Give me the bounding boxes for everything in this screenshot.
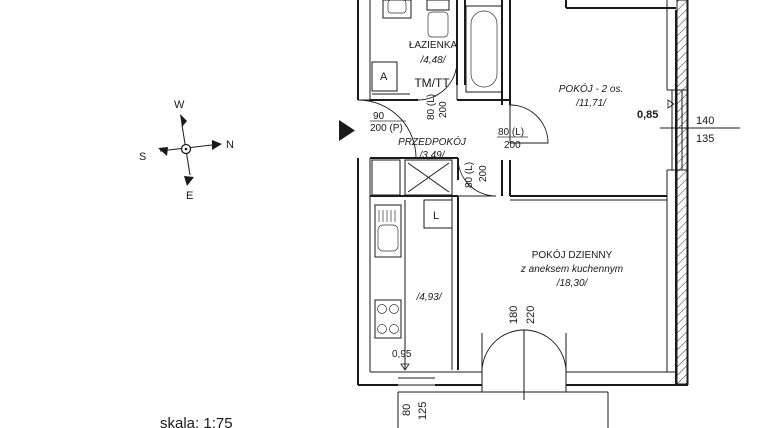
scale-label: skala: 1:75 bbox=[160, 415, 233, 428]
hall-fixtures: L bbox=[371, 159, 453, 229]
sink-drainer bbox=[378, 210, 396, 222]
tm-tt-label: TM/TT bbox=[414, 76, 450, 90]
bedroom-door-width: 80 (L) bbox=[498, 127, 524, 138]
compass-arrow-south-icon bbox=[158, 147, 168, 156]
wardrobe bbox=[371, 159, 401, 196]
bedroom-door-height: 200 bbox=[504, 140, 521, 151]
fridge-l bbox=[423, 199, 453, 229]
balcony-door-width: 180 bbox=[508, 306, 520, 324]
compass: W S N E bbox=[139, 99, 234, 202]
kitchen-window-width: 80 bbox=[401, 404, 413, 416]
bathtub bbox=[465, 5, 503, 93]
compass-arrow-west-icon bbox=[180, 114, 187, 127]
hall-area: /3,49/ bbox=[418, 150, 445, 161]
living-subtitle: z aneksem kuchennym bbox=[520, 264, 623, 275]
bedroom-window-width: 140 bbox=[696, 115, 714, 127]
compass-arrow-east-icon bbox=[184, 176, 194, 186]
compass-arrow-north-icon bbox=[212, 140, 222, 150]
entrance-arrow-icon bbox=[339, 120, 355, 141]
living-name: POKÓJ DZIENNY bbox=[532, 248, 613, 261]
shaft bbox=[404, 159, 453, 196]
dimension-labels: 90 200 (P) 80 (L) 200 80 (L) 200 80 (L) … bbox=[370, 94, 714, 420]
room-labels: ŁAZIENKA /4,48/ TM/TT POKÓJ - 2 os. /11,… bbox=[398, 40, 623, 303]
compass-north: N bbox=[226, 139, 234, 151]
hall-name: PRZEDPOKÓJ bbox=[398, 135, 467, 148]
entry-door-width: 90 bbox=[373, 111, 385, 122]
kitchen-fixtures bbox=[374, 200, 406, 370]
compass-east: E bbox=[186, 190, 193, 202]
bathroom-fixtures: A bbox=[371, 0, 503, 95]
compass-west: W bbox=[174, 99, 185, 111]
kitchen-area: /4,93/ bbox=[415, 292, 442, 303]
kitchen-window-sill: 0,95 bbox=[392, 349, 412, 360]
kitchen-window-height: 125 bbox=[417, 402, 429, 420]
openings bbox=[397, 89, 740, 428]
balcony-door-height: 220 bbox=[525, 306, 537, 324]
entry-door-height: 200 (P) bbox=[370, 123, 403, 134]
sink bbox=[374, 204, 402, 258]
boiler-a-label: A bbox=[380, 71, 388, 83]
cooktop bbox=[374, 299, 402, 339]
bath-door-width: 80 (L) bbox=[426, 94, 437, 120]
living-door-height: 200 bbox=[478, 165, 489, 182]
walls bbox=[357, 0, 689, 386]
boiler-a bbox=[371, 61, 398, 92]
toilet bbox=[426, 0, 450, 11]
washbasin bbox=[382, 0, 412, 19]
living-door-width: 80 (L) bbox=[464, 162, 475, 188]
doors bbox=[357, 60, 549, 197]
fridge-l-label: L bbox=[433, 210, 439, 222]
compass-south: S bbox=[139, 151, 146, 163]
bedroom-window-height: 135 bbox=[696, 133, 714, 145]
living-area: /18,30/ bbox=[556, 278, 589, 289]
bathroom-area: /4,48/ bbox=[419, 55, 446, 66]
bath-door-height: 200 bbox=[438, 101, 449, 118]
bedroom-window-sill: 0,85 bbox=[637, 109, 658, 121]
bedroom-name: POKÓJ - 2 os. bbox=[559, 82, 623, 95]
bathroom-name: ŁAZIENKA bbox=[409, 40, 458, 51]
bedroom-area: /11,71/ bbox=[575, 98, 607, 109]
